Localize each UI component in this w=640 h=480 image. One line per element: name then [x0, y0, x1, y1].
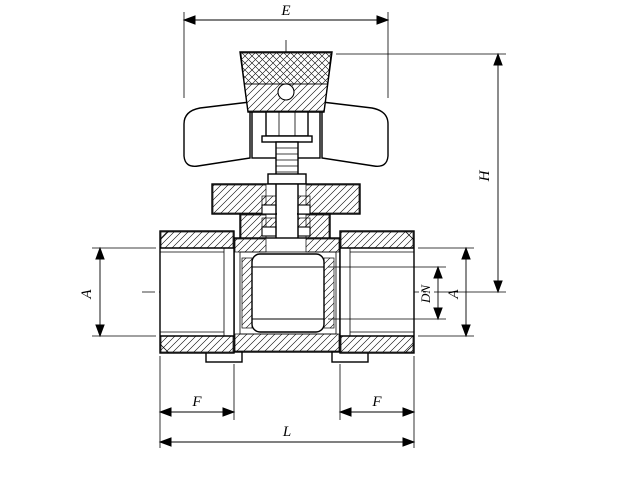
dim-label-a-left: A: [79, 289, 95, 300]
dimension-f-left: F: [158, 356, 236, 448]
dimension-a-left: A: [79, 246, 156, 338]
bonnet: [211, 183, 361, 241]
washer: [261, 135, 313, 143]
dimension-h: H: [336, 52, 506, 294]
dim-label-dn: DN: [418, 284, 433, 304]
dimension-a-right: A: [418, 246, 474, 338]
handle-knob: [239, 51, 333, 113]
right-wing: [321, 101, 389, 167]
gland-nut: [265, 111, 309, 137]
left-end-cap: [159, 230, 235, 354]
dim-label-a-right: A: [446, 289, 462, 300]
valve-body: [159, 230, 415, 363]
dim-label-f-right: F: [371, 394, 382, 410]
knob-knurled-section: [240, 52, 332, 85]
dim-label-e: E: [280, 3, 290, 19]
right-end-cap: [339, 230, 415, 354]
stem-collar: [267, 173, 307, 185]
dimension-l: L: [158, 424, 416, 447]
packing-rings: [261, 195, 311, 237]
left-seat: [241, 257, 253, 329]
dimension-dn: DN: [328, 265, 446, 321]
ball-cavity: [239, 251, 337, 335]
dim-label-h: H: [477, 169, 493, 182]
left-wing: [183, 101, 251, 167]
ball: [251, 253, 325, 333]
knob-screw-hole: [277, 83, 295, 101]
dimension-f-right: F: [338, 356, 416, 448]
dim-label-l: L: [282, 424, 291, 440]
dim-label-f-left: F: [191, 394, 202, 410]
dimension-e: E: [182, 3, 390, 98]
right-seat: [323, 257, 335, 329]
stem-thread-lines: [276, 147, 298, 173]
